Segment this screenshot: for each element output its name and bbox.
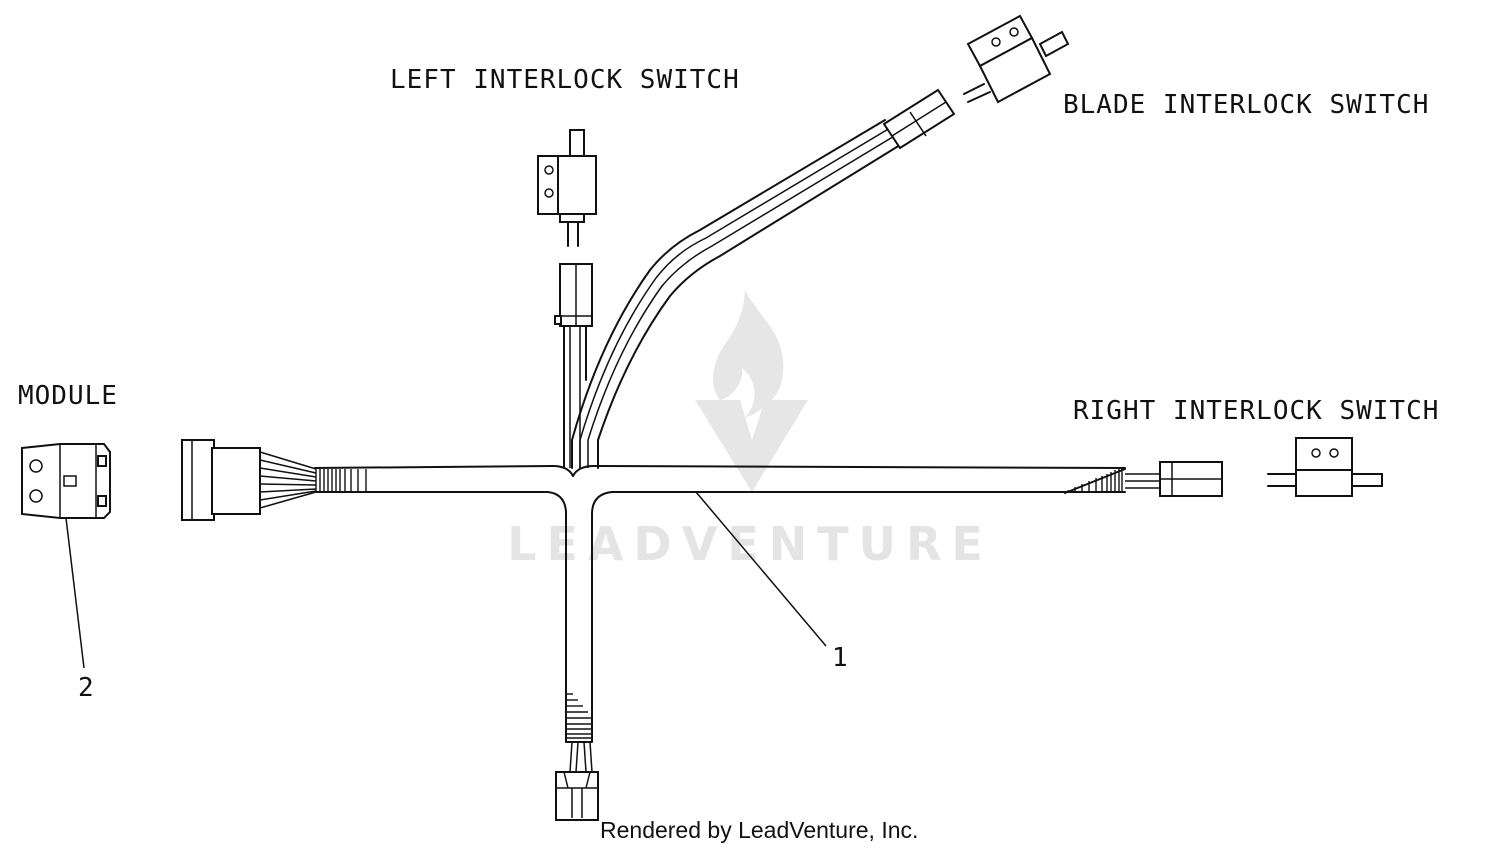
module-harness-connector [181, 439, 317, 521]
right-harness-connector [1125, 461, 1223, 497]
footer-credit: Rendered by LeadVenture, Inc. [600, 817, 918, 843]
harness-bottom-branch [555, 699, 599, 821]
blade-switch-harness-connector [882, 88, 956, 150]
harness-tape-wraps [315, 469, 1123, 739]
module-label: MODULE [18, 381, 118, 411]
right-interlock-switch-label: RIGHT INTERLOCK SWITCH [1073, 396, 1439, 426]
harness-blade-branch [571, 88, 956, 469]
callout-harness: 1 [832, 643, 848, 673]
watermark-text: LEADVENTURE [507, 517, 993, 571]
tape-left [315, 469, 367, 492]
right-interlock-switch [1267, 437, 1383, 497]
left-interlock-switch [537, 129, 597, 247]
tape-bottom [567, 693, 591, 739]
blade-interlock-switch [963, 14, 1070, 104]
tape-right [1067, 469, 1123, 492]
blade-interlock-switch-label: BLADE INTERLOCK SWITCH [1063, 90, 1429, 120]
callout-module-connector: 2 [78, 673, 94, 703]
harness-left-branch [554, 263, 593, 469]
bottom-connector [555, 771, 599, 821]
left-interlock-switch-label: LEFT INTERLOCK SWITCH [390, 65, 740, 95]
module-connector-part [21, 443, 111, 519]
flame-logo-icon [695, 290, 808, 492]
leadventure-watermark: LEADVENTURE [507, 290, 993, 571]
harness-main-trunk [314, 465, 1126, 701]
callout-leaders [65, 491, 827, 669]
